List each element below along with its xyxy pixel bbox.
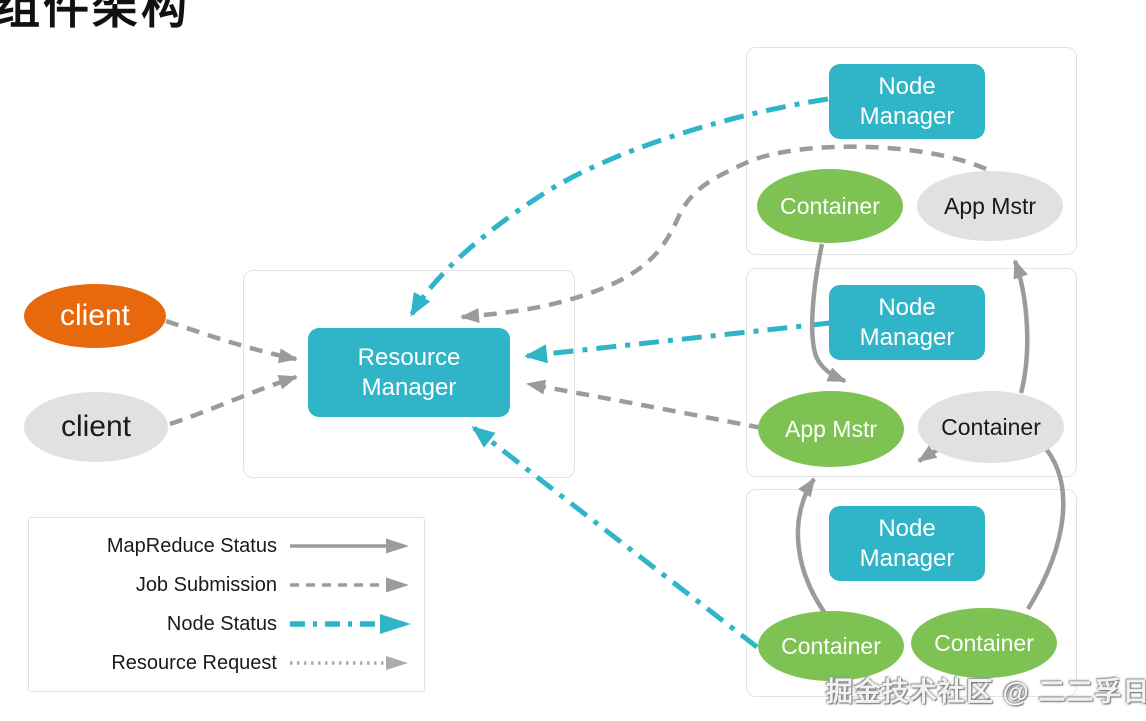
resource-manager-node: Resource Manager: [308, 328, 510, 417]
watermark-text: 掘金技术社区 @ 二二孚日: [826, 677, 1146, 707]
app-mstr-label: App Mstr: [943, 192, 1037, 219]
page-title: 组件架构: [0, 0, 190, 33]
client-node-1: client: [24, 284, 166, 348]
container-label: Container: [941, 413, 1041, 440]
container-node-middle: Container: [918, 391, 1064, 463]
legend-label: MapReduce Status: [106, 534, 277, 557]
legend-box: MapReduce Status Job Submission Node Sta…: [28, 517, 425, 692]
legend-row-resource-request: Resource Request: [29, 644, 412, 683]
node-manager-label: Node Manager: [859, 293, 955, 351]
container-node-bottom-right: Container: [911, 608, 1057, 678]
dash-dot-arrow-sample: [290, 614, 411, 634]
legend-row-job-submission: Job Submission: [29, 566, 412, 605]
container-node-top: Container: [757, 169, 903, 243]
legend-row-mapreduce-status: MapReduce Status: [29, 527, 412, 566]
legend-label: Node Status: [166, 612, 277, 635]
solid-arrow-sample: [290, 538, 409, 554]
container-label: Container: [781, 632, 881, 659]
client-label: client: [59, 299, 131, 333]
client-label: client: [60, 410, 132, 444]
container-label: Container: [780, 192, 880, 219]
node-manager-label: Node Manager: [859, 72, 955, 130]
legend-label: Job Submission: [135, 573, 277, 596]
node-manager-label: Node Manager: [859, 514, 955, 572]
app-mstr-node-middle: App Mstr: [758, 391, 904, 467]
node-manager-bottom: Node Manager: [829, 506, 985, 581]
legend-row-node-status: Node Status: [29, 605, 412, 644]
node-manager-middle: Node Manager: [829, 285, 985, 360]
client-node-2: client: [24, 392, 168, 462]
app-mstr-node-top: App Mstr: [917, 171, 1063, 241]
container-label: Container: [934, 629, 1034, 656]
container-node-bottom-left: Container: [758, 611, 904, 681]
app-mstr-label: App Mstr: [784, 415, 878, 442]
dotted-arrow-sample: [290, 656, 408, 670]
node-manager-top: Node Manager: [829, 64, 985, 139]
resource-manager-label: Resource Manager: [357, 343, 461, 401]
dashed-arrow-sample: [290, 577, 409, 593]
legend-label: Resource Request: [111, 651, 277, 674]
